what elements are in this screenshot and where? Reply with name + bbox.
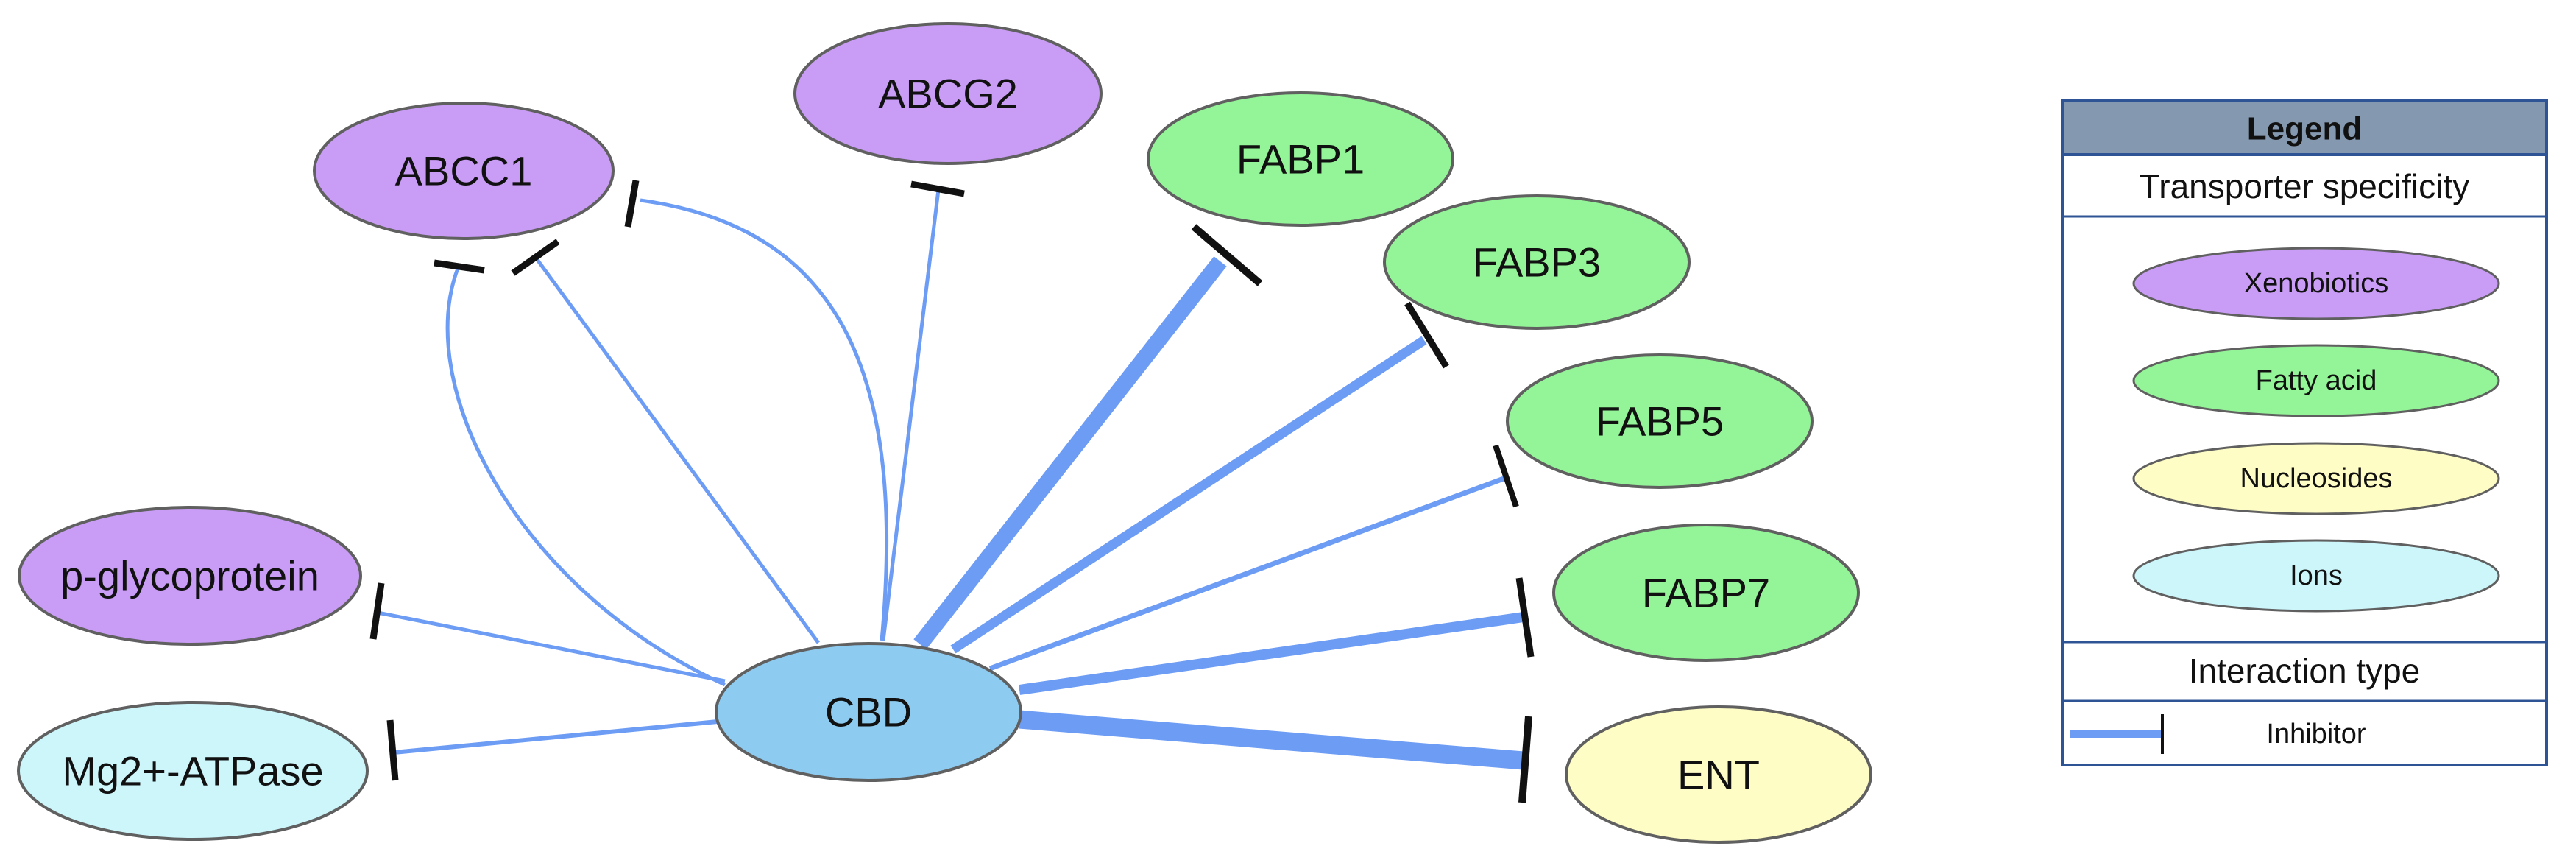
edge-cbd-abcc1-mid bbox=[534, 256, 821, 644]
node-mg-atpase-shape bbox=[17, 701, 369, 841]
node-abcc1-shape bbox=[313, 102, 615, 240]
node-ent-label: ENT bbox=[1677, 752, 1760, 798]
node-abcc1: ABCC1 bbox=[313, 102, 615, 240]
inhibitor-bar-mg-atpase bbox=[386, 719, 399, 781]
edges bbox=[377, 189, 1525, 770]
node-cbd-shape bbox=[715, 642, 1022, 782]
edge-cbd-abcc1-left bbox=[445, 266, 726, 687]
legend-title: Legend bbox=[2247, 111, 2362, 147]
legend-header-bg bbox=[2061, 99, 2548, 156]
node-fabp1-shape bbox=[1147, 91, 1454, 227]
node-fabp3-shape bbox=[1383, 194, 1691, 330]
node-fabp5-label: FABP5 bbox=[1596, 398, 1724, 445]
node-mg-atpase: Mg2+-ATPase bbox=[17, 701, 369, 841]
node-abcg2-shape bbox=[793, 22, 1103, 165]
node-pgp-label: p-glycoprotein bbox=[60, 553, 319, 599]
legend-item-xenobiotics: Xenobiotics bbox=[2132, 247, 2500, 320]
inhibitor-bar-abcg2 bbox=[910, 180, 965, 197]
node-cbd: CBD bbox=[715, 642, 1022, 782]
inhibitor-bar-fabp3 bbox=[1404, 301, 1449, 369]
legend-label-fatty-acid: Fatty acid bbox=[2256, 365, 2377, 396]
node-fabp5: FABP5 bbox=[1506, 353, 1814, 489]
node-fabp7-label: FABP7 bbox=[1642, 570, 1770, 616]
edge-cbd-fabp3 bbox=[950, 336, 1427, 654]
node-cbd-label: CBD bbox=[825, 689, 912, 736]
legend-label-ions: Ions bbox=[2290, 560, 2343, 591]
legend-swatch-fatty-acid bbox=[2132, 344, 2500, 417]
inhibitor-bar-abcc1-left bbox=[434, 259, 485, 274]
legend-item-inhibitor: Inhibitor bbox=[2070, 714, 2366, 754]
legend-interaction-heading: Interaction type bbox=[2189, 652, 2421, 690]
node-abcc1-label: ABCC1 bbox=[395, 148, 533, 194]
edge-cbd-fabp7 bbox=[1018, 612, 1525, 695]
inhibitor-bar-pgp bbox=[369, 582, 385, 640]
edge-cbd-abcc1-right bbox=[640, 198, 889, 641]
node-fabp5-shape bbox=[1506, 353, 1814, 489]
legend-label-inhibitor: Inhibitor bbox=[2266, 719, 2366, 750]
node-fabp7: FABP7 bbox=[1552, 524, 1860, 662]
inhibitor-bars bbox=[369, 180, 1535, 803]
node-fabp1: FABP1 bbox=[1147, 91, 1454, 227]
node-abcg2: ABCG2 bbox=[793, 22, 1103, 165]
node-pgp-shape bbox=[18, 506, 362, 646]
inhibitor-bar-ent bbox=[1518, 716, 1532, 803]
edge-cbd-fabp1 bbox=[913, 256, 1227, 649]
edge-cbd-abcg2 bbox=[881, 189, 941, 641]
node-ent: ENT bbox=[1565, 705, 1872, 844]
legend-swatch-ions bbox=[2132, 539, 2500, 613]
node-ent-shape bbox=[1565, 705, 1872, 844]
legend-item-nucleosides: Nucleosides bbox=[2132, 442, 2500, 515]
inhibitor-bar-fabp5 bbox=[1493, 444, 1519, 508]
node-fabp7-shape bbox=[1552, 524, 1860, 662]
legend: Legend Transporter specificity Xenobioti… bbox=[2061, 99, 2548, 766]
inhibitor-bar-fabp7 bbox=[1515, 577, 1535, 658]
inhibitor-bar-abcc1-right bbox=[624, 180, 640, 228]
node-abcg2-label: ABCG2 bbox=[878, 71, 1018, 117]
node-pgp: p-glycoprotein bbox=[18, 506, 362, 646]
node-fabp3-label: FABP3 bbox=[1473, 239, 1601, 286]
legend-specificity-heading: Transporter specificity bbox=[2140, 167, 2469, 205]
legend-swatch-xenobiotics bbox=[2132, 247, 2500, 320]
legend-item-ions: Ions bbox=[2132, 539, 2500, 613]
edge-cbd-fabp5 bbox=[988, 476, 1505, 672]
legend-label-nucleosides: Nucleosides bbox=[2240, 463, 2393, 494]
nodes: ABCC1 ABCG2 p-glycoprotein Mg2+-ATPase F… bbox=[17, 22, 1872, 844]
legend-label-xenobiotics: Xenobiotics bbox=[2244, 268, 2388, 299]
inhibitor-bar-abcc1-mid bbox=[511, 239, 560, 276]
legend-swatch-nucleosides bbox=[2132, 442, 2500, 515]
edge-cbd-ent bbox=[1018, 710, 1525, 770]
edge-cbd-mg-atpase bbox=[393, 719, 718, 755]
inhibitor-bar-fabp1 bbox=[1191, 224, 1263, 286]
legend-frame bbox=[2061, 99, 2548, 766]
node-fabp1-label: FABP1 bbox=[1236, 136, 1365, 183]
legend-item-fatty-acid: Fatty acid bbox=[2132, 344, 2500, 417]
node-mg-atpase-label: Mg2+-ATPase bbox=[62, 748, 323, 794]
node-fabp3: FABP3 bbox=[1383, 194, 1691, 330]
edge-cbd-pgp bbox=[377, 610, 726, 683]
